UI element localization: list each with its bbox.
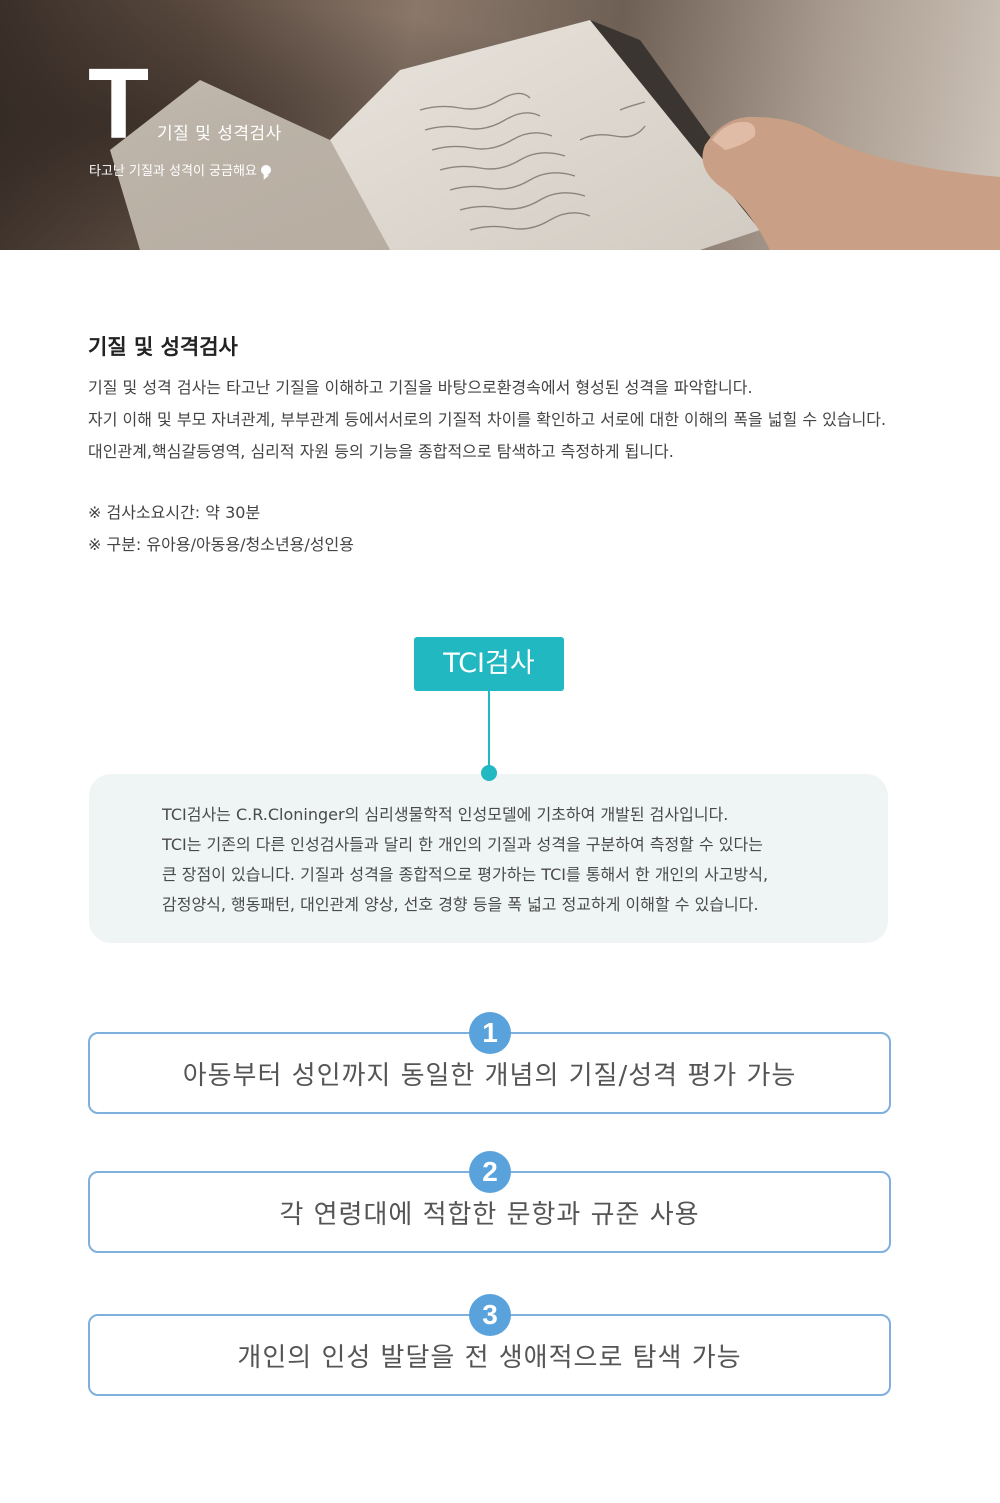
feature-text: 아동부터 성인까지 동일한 개념의 기질/성격 평가 가능 bbox=[182, 1061, 797, 1091]
hero-letter-t: T bbox=[88, 48, 150, 160]
intro-line: 기질 및 성격 검사는 타고난 기질을 이해하고 기질을 바탕으로환경속에서 형… bbox=[88, 378, 753, 397]
hero-subtitle: 타고난 기질과 성격이 궁금해요 bbox=[89, 160, 271, 179]
tci-description-line: TCI검사는 C.R.Cloninger의 심리생물학적 인성모델에 기초하여 … bbox=[162, 805, 729, 824]
hero-book-photo bbox=[0, 0, 1000, 250]
note-duration: ※ 검사소요시간: 약 30분 bbox=[88, 503, 261, 522]
intro-line: 대인관계,핵심갈등영역, 심리적 자원 등의 기능을 종합적으로 탐색하고 측정… bbox=[88, 442, 674, 461]
intro-heading: 기질 및 성격검사 bbox=[88, 335, 238, 359]
tci-tag: TCI검사 bbox=[414, 637, 564, 691]
tci-description-line: TCI는 기존의 다른 인성검사들과 달리 한 개인의 기질과 성격을 구분하여… bbox=[162, 835, 763, 854]
speech-bubble-icon bbox=[260, 164, 271, 175]
connector-dot bbox=[481, 765, 497, 781]
hero-banner: T 기질 및 성격검사 타고난 기질과 성격이 궁금해요 bbox=[0, 0, 1000, 250]
tag-connector-line bbox=[488, 691, 490, 767]
feature-text: 개인의 인성 발달을 전 생애적으로 탐색 가능 bbox=[237, 1343, 742, 1373]
feature-number-badge: 1 bbox=[469, 1012, 511, 1054]
tci-description-box: TCI검사는 C.R.Cloninger의 심리생물학적 인성모델에 기초하여 … bbox=[89, 774, 888, 943]
feature-card-2: 2 각 연령대에 적합한 문항과 규준 사용 bbox=[88, 1151, 891, 1253]
feature-card-3: 3 개인의 인성 발달을 전 생애적으로 탐색 가능 bbox=[88, 1294, 891, 1396]
note-category: ※ 구분: 유아용/아동용/청소년용/성인용 bbox=[88, 535, 354, 554]
intro-description: 기질 및 성격 검사는 타고난 기질을 이해하고 기질을 바탕으로환경속에서 형… bbox=[88, 372, 988, 468]
intro-line: 자기 이해 및 부모 자녀관계, 부부관계 등에서서로의 기질적 차이를 확인하… bbox=[88, 410, 887, 429]
tci-description-line: 큰 장점이 있습니다. 기질과 성격을 종합적으로 평가하는 TCI를 통해서 … bbox=[162, 865, 769, 884]
intro-notes: ※ 검사소요시간: 약 30분 ※ 구분: 유아용/아동용/청소년용/성인용 bbox=[88, 497, 354, 561]
hero-subtitle-text: 타고난 기질과 성격이 궁금해요 bbox=[89, 164, 257, 179]
feature-number-badge: 2 bbox=[469, 1151, 511, 1193]
feature-card-1: 1 아동부터 성인까지 동일한 개념의 기질/성격 평가 가능 bbox=[88, 1012, 891, 1114]
feature-text: 각 연령대에 적합한 문항과 규준 사용 bbox=[279, 1200, 700, 1230]
tci-description-line: 감정양식, 행동패턴, 대인관계 양상, 선호 경향 등을 폭 넓고 정교하게 … bbox=[162, 895, 759, 914]
feature-number-badge: 3 bbox=[469, 1294, 511, 1336]
hero-title: 기질 및 성격검사 bbox=[157, 124, 282, 144]
